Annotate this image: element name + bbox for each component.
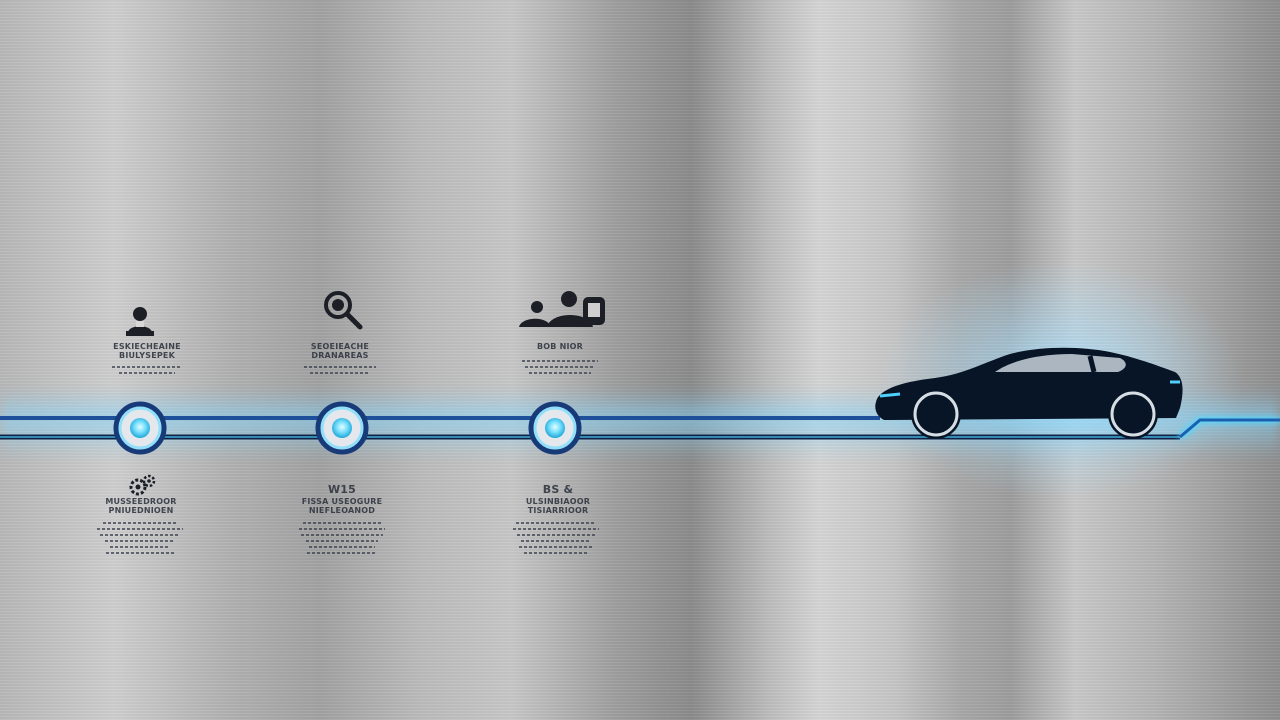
track-trail — [1179, 418, 1280, 439]
milestone-2-top-caption: SEOEIEACHE DRANAREAS — [285, 342, 395, 360]
caption-line: BS & — [542, 484, 574, 496]
timeline-node-2 — [315, 401, 369, 455]
caption-line: PNIUEDNIOEN — [108, 506, 174, 515]
caption-line: BOB NIOR — [536, 342, 583, 351]
caption-line: ULSINBIAOOR — [525, 497, 591, 506]
caption-line: SEOEIEACHE — [310, 342, 370, 351]
caption-line: W15 — [327, 484, 357, 496]
gears-icon — [118, 472, 166, 500]
milestone-2-top-fineprint — [295, 366, 385, 378]
caption-line: MUSSEEDROOR — [105, 497, 177, 506]
milestone-2-bottom-caption: FISSA USEOGURE NIEFLEOANOD — [287, 497, 397, 515]
milestone-1-bottom-caption: MUSSEEDROOR PNIUEDNIOEN — [86, 497, 196, 515]
milestone-1-top-fineprint — [102, 366, 192, 378]
caption-line: BIULYSEPEK — [119, 351, 175, 360]
milestone-3-bottom-heading: BS & — [503, 484, 613, 496]
caption-line: ESKIECHEAINE — [113, 342, 181, 351]
milestone-3-bottom-fineprint — [511, 522, 601, 558]
person-at-desk-icon — [110, 296, 170, 346]
milestone-1-bottom-fineprint — [95, 522, 185, 558]
milestone-2-bottom-fineprint — [297, 522, 387, 558]
milestone-1-top-caption: ESKIECHEAINE BIULYSEPEK — [92, 342, 202, 360]
magnifying-glass-icon — [312, 284, 372, 334]
caption-line: DRANAREAS — [311, 351, 369, 360]
milestone-3-bottom-caption: ULSINBIAOOR TISIARRIOOR — [503, 497, 613, 515]
milestone-3-top-fineprint — [515, 360, 605, 378]
milestone-2-bottom-heading: W15 — [287, 484, 397, 496]
team-group-icon — [515, 286, 610, 336]
timeline-node-1 — [113, 401, 167, 455]
caption-line: NIEFLEOANOD — [308, 506, 376, 515]
timeline-node-3 — [528, 401, 582, 455]
caption-line: FISSA USEOGURE — [301, 497, 383, 506]
milestone-3-top-caption: BOB NIOR — [505, 342, 615, 351]
caption-line: TISIARRIOOR — [527, 506, 589, 515]
car-silhouette-icon — [875, 347, 1183, 439]
